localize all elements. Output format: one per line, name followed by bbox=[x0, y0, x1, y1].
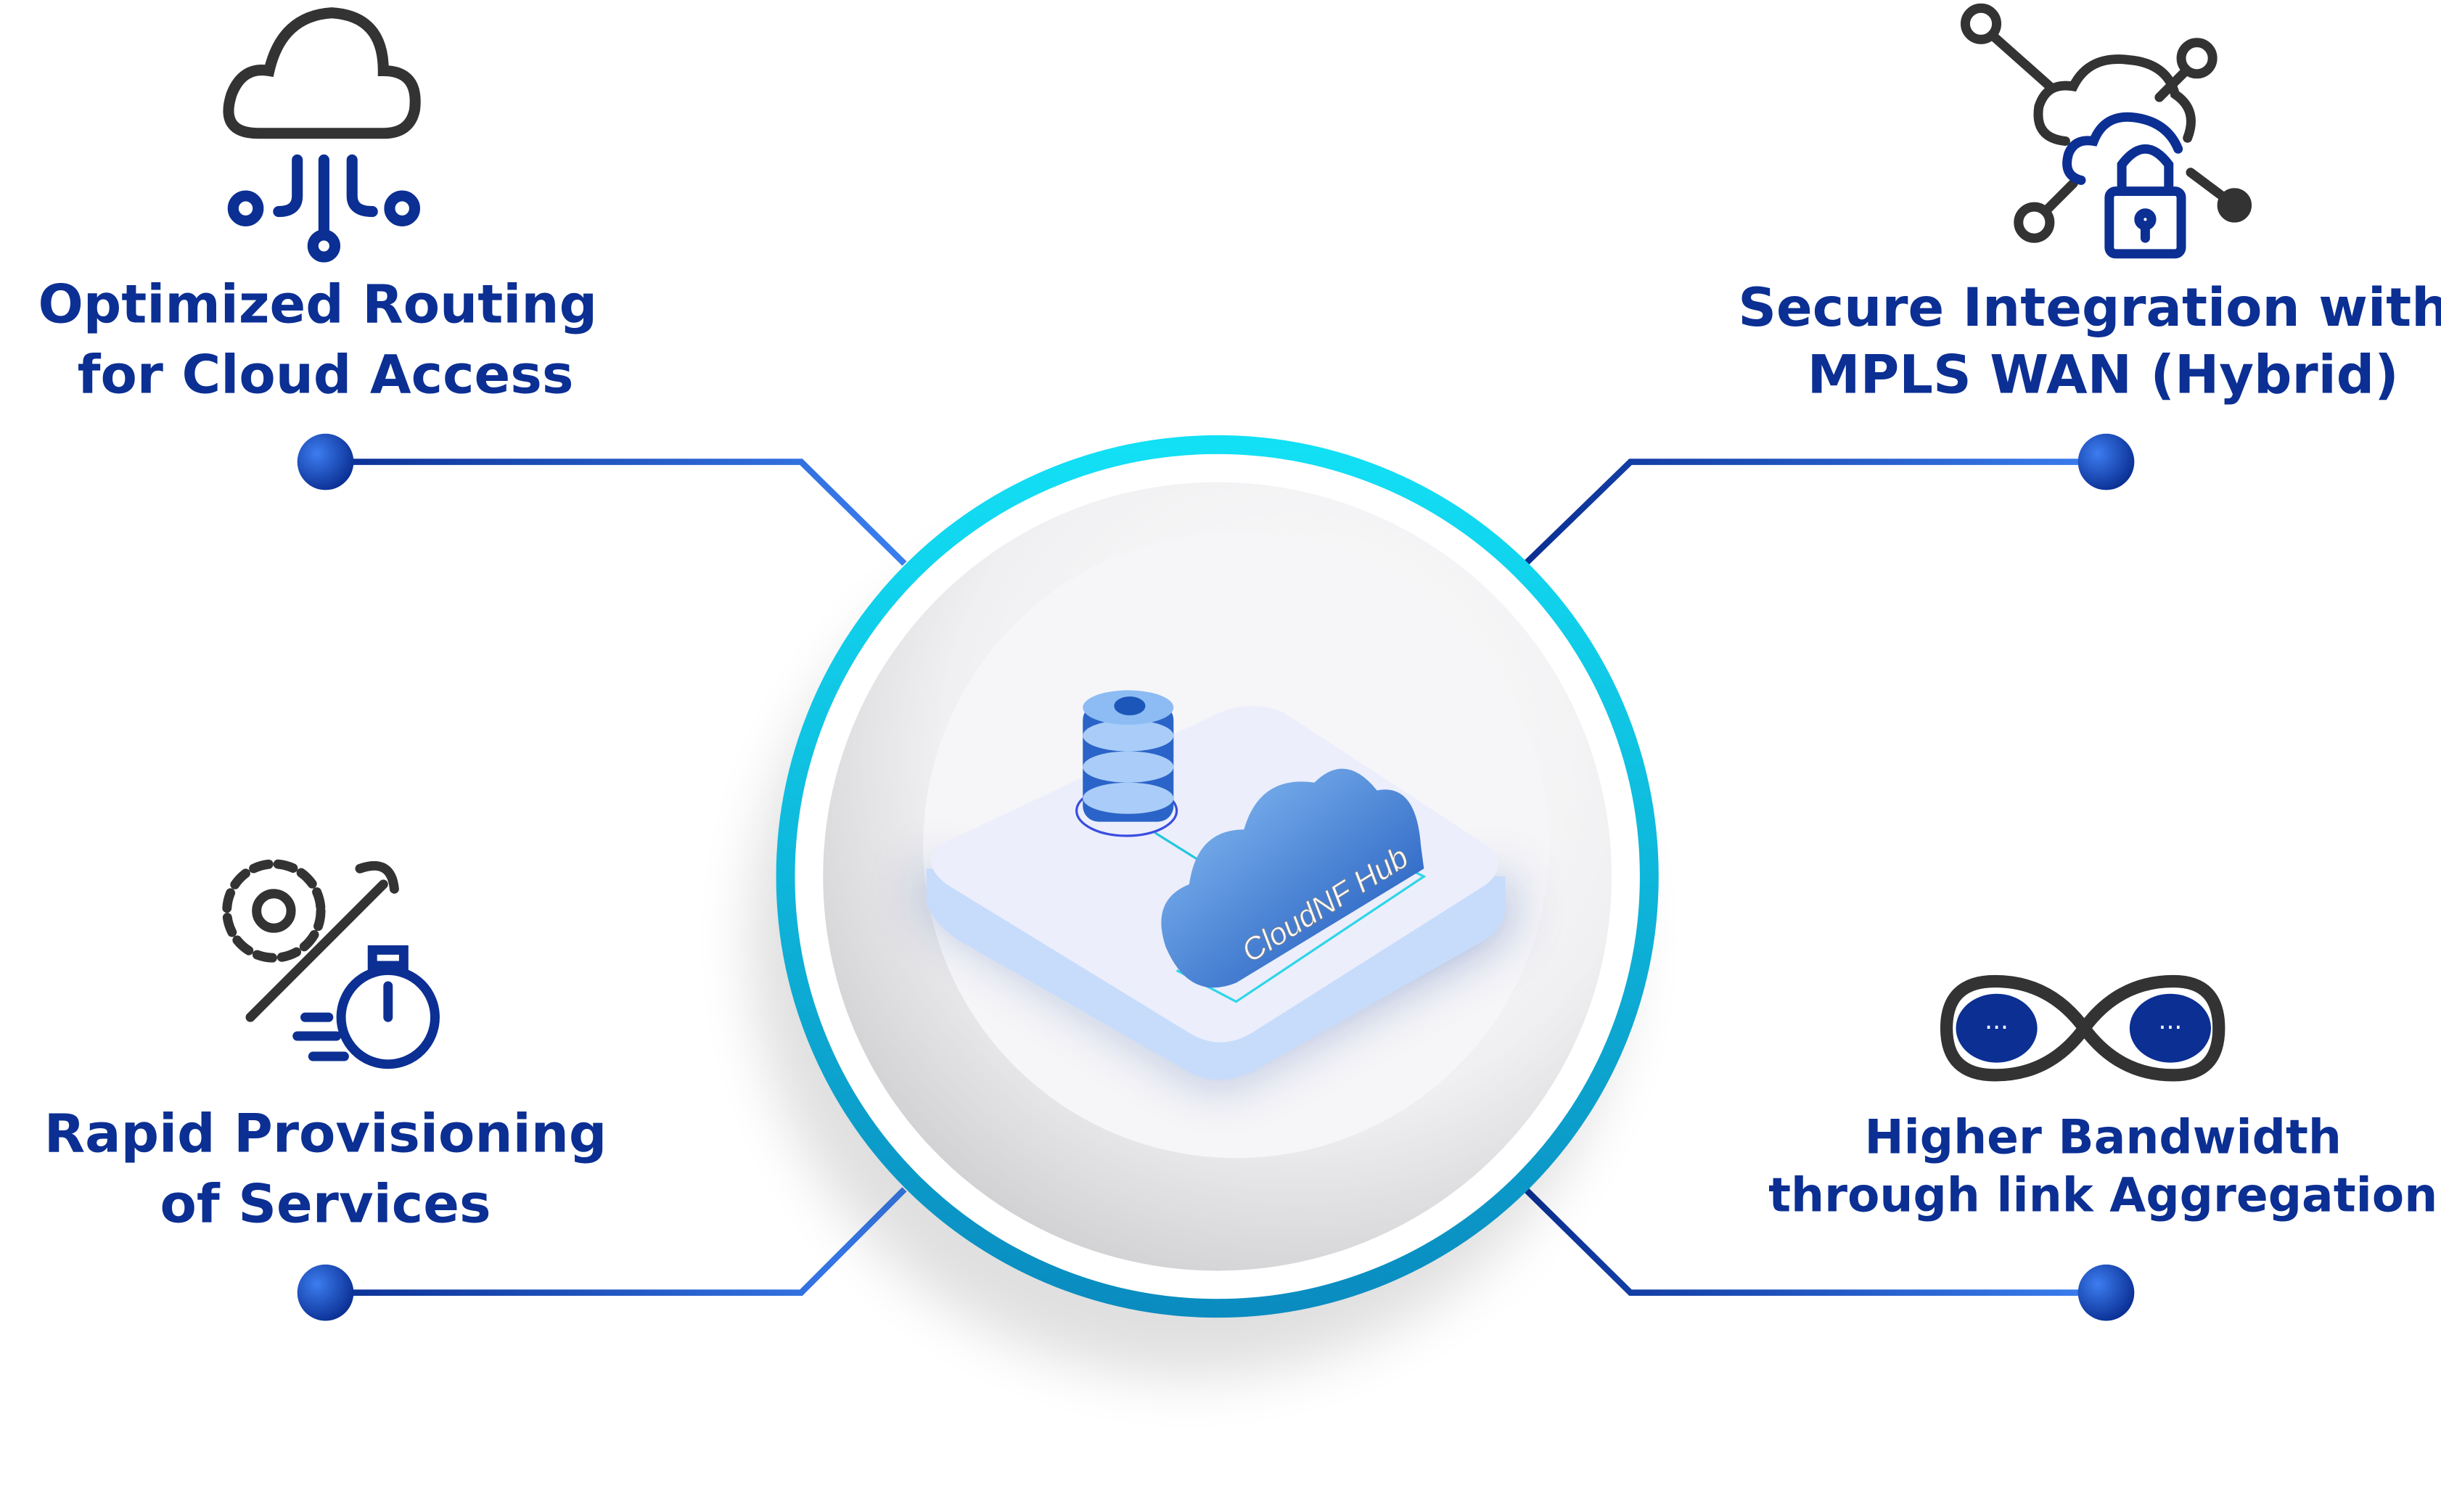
connector-top-left bbox=[297, 433, 907, 566]
connector-top-right bbox=[1523, 433, 2135, 566]
feature-title-rapid-provisioning: Rapid Provisioning of Services bbox=[44, 1104, 607, 1236]
database-icon bbox=[1083, 690, 1174, 822]
feature-line: Rapid Provisioning bbox=[44, 1104, 607, 1165]
feature-line: through link Aggregation bbox=[1768, 1169, 2437, 1223]
svg-text:···: ··· bbox=[2158, 1014, 2182, 1043]
feature-line: of Services bbox=[160, 1174, 491, 1236]
feature-line: Optimized Routing bbox=[38, 274, 597, 336]
feature-line: for Cloud Access bbox=[78, 345, 574, 406]
infinity-link-icon: ··· ··· bbox=[1940, 974, 2225, 1082]
gear-wrench-stopwatch-icon bbox=[222, 859, 440, 1069]
cloud-routing-icon bbox=[223, 7, 421, 263]
feature-line: Higher Bandwidth bbox=[1864, 1111, 2342, 1165]
cloud-lock-network-icon bbox=[1960, 3, 2252, 259]
svg-text:···: ··· bbox=[1985, 1014, 2009, 1043]
feature-title-optimized-routing: Optimized Routing for Cloud Access bbox=[38, 274, 597, 406]
feature-line: Secure Integration with bbox=[1738, 277, 2441, 339]
feature-line: MPLS WAN (Hybrid) bbox=[1808, 345, 2399, 406]
connector-bottom-right bbox=[1523, 1187, 2135, 1321]
